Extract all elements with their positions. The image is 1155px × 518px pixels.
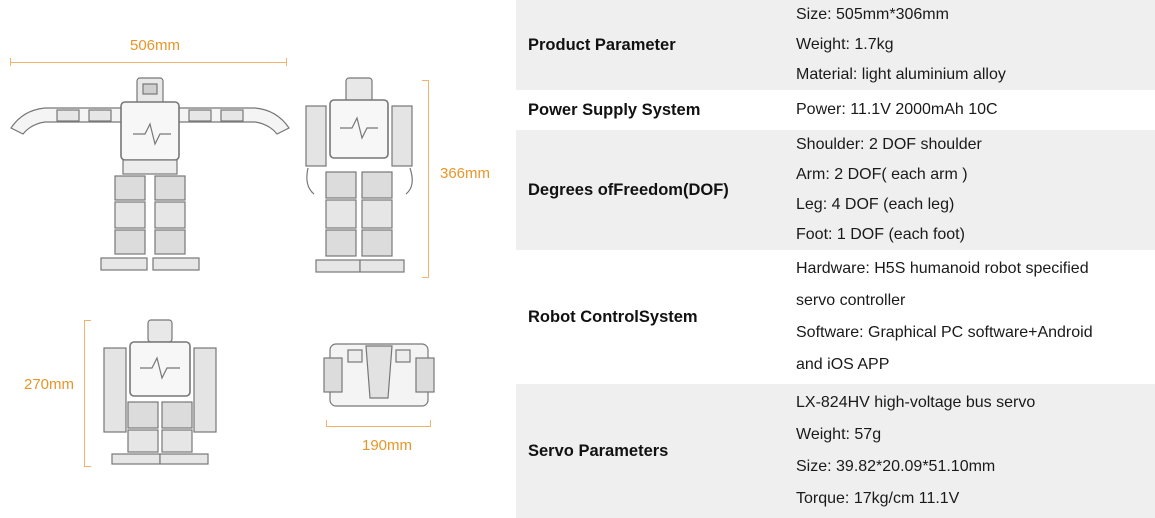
param-value: Software: Graphical PC software+Android	[796, 324, 1093, 341]
spec-row-servo: Servo Parameters LX-824HV high-voltage b…	[516, 382, 1155, 518]
param-value: and iOS APP	[796, 356, 890, 373]
param-value: LX-824HV high-voltage bus servo	[796, 394, 1036, 411]
robot-side-view	[305, 77, 413, 273]
param-value: Size: 39.82*20.09*51.10mm	[796, 458, 996, 475]
crouch-height-tick-top	[84, 320, 91, 321]
param-name: Servo Parameters	[516, 382, 784, 518]
crouch-height-label: 270mm	[24, 376, 75, 393]
param-value: servo controller	[796, 292, 906, 309]
robot-crouch-view	[103, 319, 217, 465]
top-depth-tick-right	[430, 420, 431, 427]
crouch-height-line	[84, 320, 85, 466]
front-width-line	[10, 62, 287, 63]
spec-row-power: Power Supply System Power: 11.1V 2000mAh…	[516, 90, 1155, 129]
front-width-tick-left	[10, 58, 11, 66]
front-width-tick-right	[286, 58, 287, 66]
spec-row-product: Product Parameter Size: 505mm*306mm Weig…	[516, 0, 1155, 91]
param-name: Product Parameter	[516, 0, 784, 91]
robot-top-view	[323, 343, 435, 407]
side-height-line	[428, 80, 429, 277]
top-depth-tick-left	[326, 420, 327, 427]
param-value: Leg: 4 DOF (each leg)	[796, 196, 955, 213]
param-value: Hardware: H5S humanoid robot specified	[796, 260, 1089, 277]
side-height-tick-bottom	[422, 277, 429, 278]
param-value: Torque: 17kg/cm 11.1V	[796, 490, 960, 507]
param-name: Degrees ofFreedom(DOF)	[516, 128, 784, 251]
param-value: Shoulder: 2 DOF shoulder	[796, 136, 982, 153]
top-depth-line	[326, 426, 430, 427]
param-value: Foot: 1 DOF (each foot)	[796, 226, 965, 243]
param-value: Size: 505mm*306mm	[796, 6, 949, 23]
dimension-drawings: 506mm	[0, 0, 516, 517]
param-value: Power: 11.1V 2000mAh 10C	[796, 101, 998, 118]
front-width-label: 506mm	[130, 37, 181, 54]
side-height-tick-top	[422, 80, 429, 81]
param-value: Material: light aluminium alloy	[796, 66, 1006, 83]
param-value: Arm: 2 DOF( each arm )	[796, 166, 968, 183]
side-height-label: 366mm	[440, 165, 491, 182]
robot-front-view	[10, 77, 290, 271]
spec-row-control: Robot ControlSystem Hardware: H5S humano…	[516, 250, 1155, 383]
spec-table: Product Parameter Size: 505mm*306mm Weig…	[516, 0, 1155, 518]
param-name: Robot ControlSystem	[516, 250, 784, 383]
top-depth-label: 190mm	[362, 437, 413, 454]
param-name: Power Supply System	[516, 90, 784, 129]
crouch-height-tick-bottom	[84, 466, 91, 467]
param-value: Weight: 57g	[796, 426, 882, 443]
spec-row-dof: Degrees ofFreedom(DOF) Shoulder: 2 DOF s…	[516, 128, 1155, 251]
param-value: Weight: 1.7kg	[796, 36, 894, 53]
